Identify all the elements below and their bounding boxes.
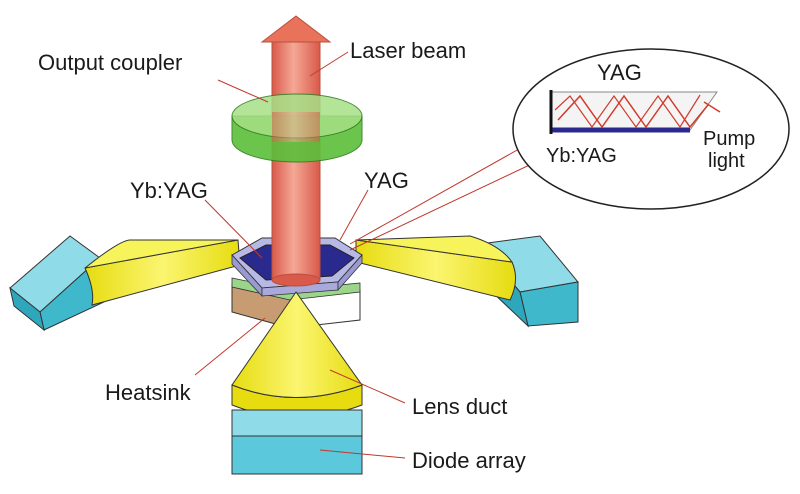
pointer-laser-beam [309,51,349,77]
output-coupler [231,93,363,163]
inset-detail [512,48,790,210]
pointer-diode-array [319,449,406,459]
label-yag: YAG [364,168,409,193]
inset-pump-arrow [703,101,721,113]
label-output-coupler: Output coupler [38,50,182,75]
inset-pump-zigzag-a [557,94,709,129]
bottom-diode-array [231,409,363,475]
inset-label-light: light [708,150,745,172]
label-heatsink: Heatsink [105,380,192,405]
pointer-inset-lower [349,159,541,251]
label-yb-yag: Yb:YAG [130,178,208,203]
pointer-yb-yag [204,199,263,259]
pointer-yag [339,189,369,241]
pointer-output-coupler [217,79,269,103]
pointer-heatsink [194,317,266,376]
inset-pump-zigzag-b [554,94,701,129]
left-diode-array [9,235,105,332]
label-lens-duct: Lens duct [412,394,507,419]
left-lens-duct [84,239,241,306]
pointer-lines [194,51,541,459]
label-laser-beam: Laser beam [350,38,466,63]
laser-arrowhead [260,15,332,43]
pointer-inset-upper [349,139,536,245]
label-diode-array: Diode array [412,448,526,473]
pointer-lens-duct [329,369,406,404]
inset-label-yag: YAG [597,60,642,85]
inset-label-pump: Pump [703,128,755,150]
inset-label-yb-yag: Yb:YAG [546,145,617,167]
right-lens-duct [355,235,516,301]
